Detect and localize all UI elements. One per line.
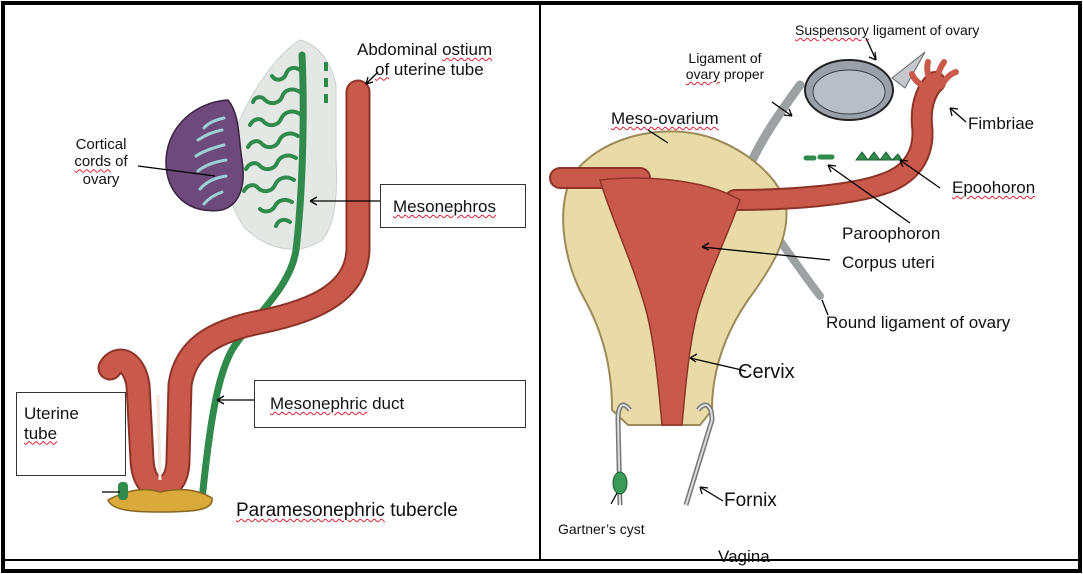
fornix-text: Fornix bbox=[724, 490, 777, 511]
round-ligament-text: Round ligament of ovary bbox=[826, 313, 1010, 332]
label-round-ligament: Round ligament of ovary bbox=[826, 313, 1010, 333]
mesonephric-word: Mesonephric bbox=[270, 394, 367, 413]
label-fornix: Fornix bbox=[724, 490, 777, 512]
round-ligament-shape bbox=[776, 235, 820, 296]
label-vagina: Vagina bbox=[718, 547, 770, 567]
fimbriae-text: Fimbriae bbox=[968, 114, 1034, 133]
label-mesonephros: Mesonephros bbox=[393, 197, 496, 217]
small-green-bud bbox=[118, 482, 128, 500]
uterine-tube-lumen bbox=[158, 395, 160, 480]
epoohoron-shape bbox=[856, 152, 902, 160]
label-cortical-cords: Cortical cords of ovary bbox=[58, 136, 144, 188]
label-cervix: Cervix bbox=[738, 361, 795, 384]
gartners-cyst-text: Gartner’s cyst bbox=[558, 521, 645, 537]
ovary-right-inner bbox=[813, 70, 885, 114]
tubercle-word: tubercle bbox=[390, 500, 458, 521]
epoohoron-text: Epoohoron bbox=[952, 178, 1035, 197]
mesonephros-text: Mesonephros bbox=[393, 197, 496, 216]
label-gartners-cyst: Gartner’s cyst bbox=[558, 521, 645, 537]
proper-word: proper bbox=[724, 66, 764, 82]
label-uterine-tube: Uterine tube bbox=[24, 404, 79, 443]
mesonephric-stroma bbox=[227, 40, 336, 249]
meso-ovarium-text: Meso-ovarium bbox=[611, 109, 719, 128]
ovary-word: ovary bbox=[83, 171, 120, 188]
uterine-word: Uterine bbox=[24, 404, 79, 423]
label-ligament-ovary-proper: Ligament of ovary proper bbox=[670, 50, 780, 82]
of-word-2: of bbox=[115, 153, 128, 170]
label-mesonephric-duct: Mesonephric duct bbox=[270, 394, 404, 414]
corpus-uteri-text: Corpus uteri bbox=[842, 253, 935, 272]
ligament-of-ovary-proper-shape bbox=[748, 85, 800, 170]
mesonephric-small-bars bbox=[324, 62, 328, 103]
label-paramesonephric-tubercle: Paramesonephric tubercle bbox=[236, 500, 458, 522]
ovary-left bbox=[166, 100, 243, 211]
gartners-cyst-shape bbox=[613, 472, 627, 494]
paroophoron-shape bbox=[806, 157, 832, 158]
label-meso-ovarium: Meso-ovarium bbox=[611, 109, 719, 129]
cords-word: cords bbox=[74, 153, 111, 170]
suspensory-word: Suspensory bbox=[795, 22, 869, 38]
abdominal-word: Abdominal bbox=[357, 40, 437, 59]
of-word: of bbox=[375, 60, 389, 79]
uterine-tube-word: uterine tube bbox=[394, 60, 484, 79]
duct-word: duct bbox=[372, 394, 404, 413]
tube-word: tube bbox=[24, 424, 57, 443]
label-paroophoron: Paroophoron bbox=[842, 224, 940, 244]
suspensory-rest: ligament of ovary bbox=[873, 22, 980, 38]
label-suspensory-ligament: Suspensory ligament of ovary bbox=[795, 22, 979, 38]
vagina-text: Vagina bbox=[718, 547, 770, 566]
label-fimbriae: Fimbriae bbox=[968, 114, 1034, 134]
ligament-of-text: Ligament of bbox=[688, 50, 761, 66]
ostium-word: ostium bbox=[442, 40, 492, 59]
label-corpus-uteri: Corpus uteri bbox=[842, 253, 935, 273]
label-epoohoron: Epoohoron bbox=[952, 178, 1035, 198]
cervix-text: Cervix bbox=[738, 361, 795, 383]
paroophoron-text: Paroophoron bbox=[842, 224, 940, 243]
label-abdominal-ostium: Abdominal ostium of uterine tube bbox=[357, 40, 492, 79]
cortical-word: Cortical bbox=[76, 136, 127, 153]
paramesonephric-word: Paramesonephric bbox=[236, 500, 385, 521]
ovary-word-right: ovary bbox=[686, 66, 720, 82]
